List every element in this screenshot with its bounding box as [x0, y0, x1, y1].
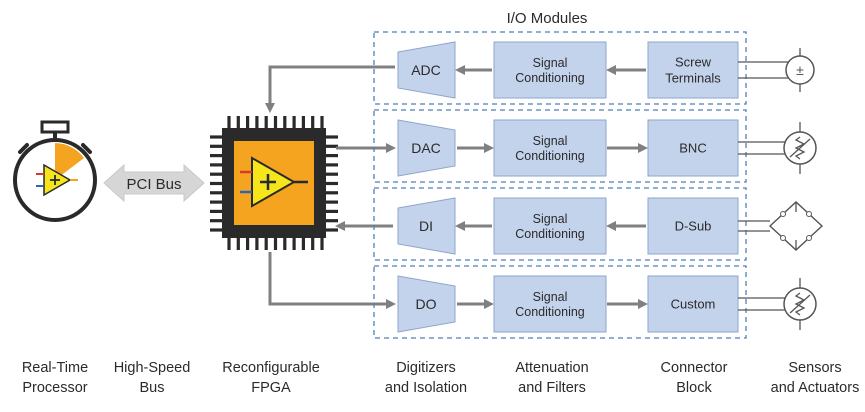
- column-caption: Real-Time: [22, 360, 88, 376]
- converter-label: DAC: [411, 140, 441, 156]
- stopwatch-sector: [55, 143, 84, 180]
- vi-amplifier-icon: [240, 156, 308, 208]
- signal-conditioning-label: Signal: [533, 56, 568, 70]
- signal-conditioning-block: [493, 41, 607, 99]
- converter-block: [397, 275, 456, 333]
- io-module-frame: [373, 265, 747, 339]
- column-caption: Attenuation: [515, 360, 588, 376]
- column-caption: and Actuators: [771, 380, 860, 396]
- connector-label: Terminals: [665, 70, 721, 85]
- column-caption: and Filters: [518, 380, 586, 396]
- column-caption: High-Speed: [114, 360, 191, 376]
- connector-block: [647, 119, 739, 177]
- converter-block: [397, 41, 456, 99]
- connector-block: [647, 197, 739, 255]
- pci-bus-label: PCI Bus: [126, 176, 181, 193]
- column-caption: Reconfigurable: [222, 360, 320, 376]
- signal-conditioning-label: Conditioning: [515, 71, 585, 85]
- connector-label: Custom: [671, 297, 716, 312]
- column-caption: Digitizers: [396, 360, 456, 376]
- converter-label: DI: [419, 218, 433, 234]
- voltage-source-icon: ±: [738, 48, 815, 92]
- signal-conditioning-label: Conditioning: [515, 149, 585, 163]
- signal-conditioning-label: Signal: [533, 212, 568, 226]
- connector-label: D-Sub: [675, 219, 712, 234]
- connector-label: Screw: [675, 55, 712, 70]
- converter-label: DO: [416, 296, 437, 312]
- connector-block: [647, 275, 739, 333]
- signal-conditioning-block: [493, 275, 607, 333]
- converter-label: ADC: [411, 62, 441, 78]
- pci-bus-arrow: PCI Bus: [103, 163, 205, 203]
- io-module-frame: [373, 187, 747, 261]
- signal-conditioning-label: Conditioning: [515, 227, 585, 241]
- converter-block: [397, 197, 456, 255]
- svg-text:±: ±: [796, 62, 804, 78]
- column-caption: Connector: [661, 360, 728, 376]
- fpga-to-do-arrow: [268, 252, 396, 309]
- signal-conditioning-block: [493, 197, 607, 255]
- io-module-frame: [373, 31, 747, 105]
- signal-conditioning-block: [493, 119, 607, 177]
- column-caption: Bus: [140, 380, 165, 396]
- fpga-chip: [210, 116, 338, 250]
- vi-amplifier-icon: [36, 163, 78, 197]
- signal-conditioning-label: Conditioning: [515, 305, 585, 319]
- real-time-processor: [13, 120, 97, 222]
- io-module-frame: [373, 109, 747, 183]
- adc-to-fpga-arrow: [265, 65, 395, 113]
- column-caption: and Isolation: [385, 380, 467, 396]
- column-caption: Processor: [22, 380, 87, 396]
- column-caption: FPGA: [251, 380, 291, 396]
- potentiometer-icon: [738, 278, 817, 330]
- potentiometer-icon: [738, 122, 817, 174]
- connector-label: BNC: [679, 141, 706, 156]
- signal-conditioning-label: Signal: [533, 134, 568, 148]
- fpga-connections: [265, 65, 396, 309]
- converter-block: [397, 119, 456, 177]
- stopwatch-crown-icon: [40, 120, 70, 134]
- wheatstone-bridge-icon: [738, 201, 824, 251]
- signal-conditioning-label: Signal: [533, 290, 568, 304]
- connector-block: [647, 41, 739, 99]
- column-caption: Sensors: [788, 360, 841, 376]
- io-modules-title: I/O Modules: [507, 10, 588, 27]
- column-caption: Block: [676, 380, 712, 396]
